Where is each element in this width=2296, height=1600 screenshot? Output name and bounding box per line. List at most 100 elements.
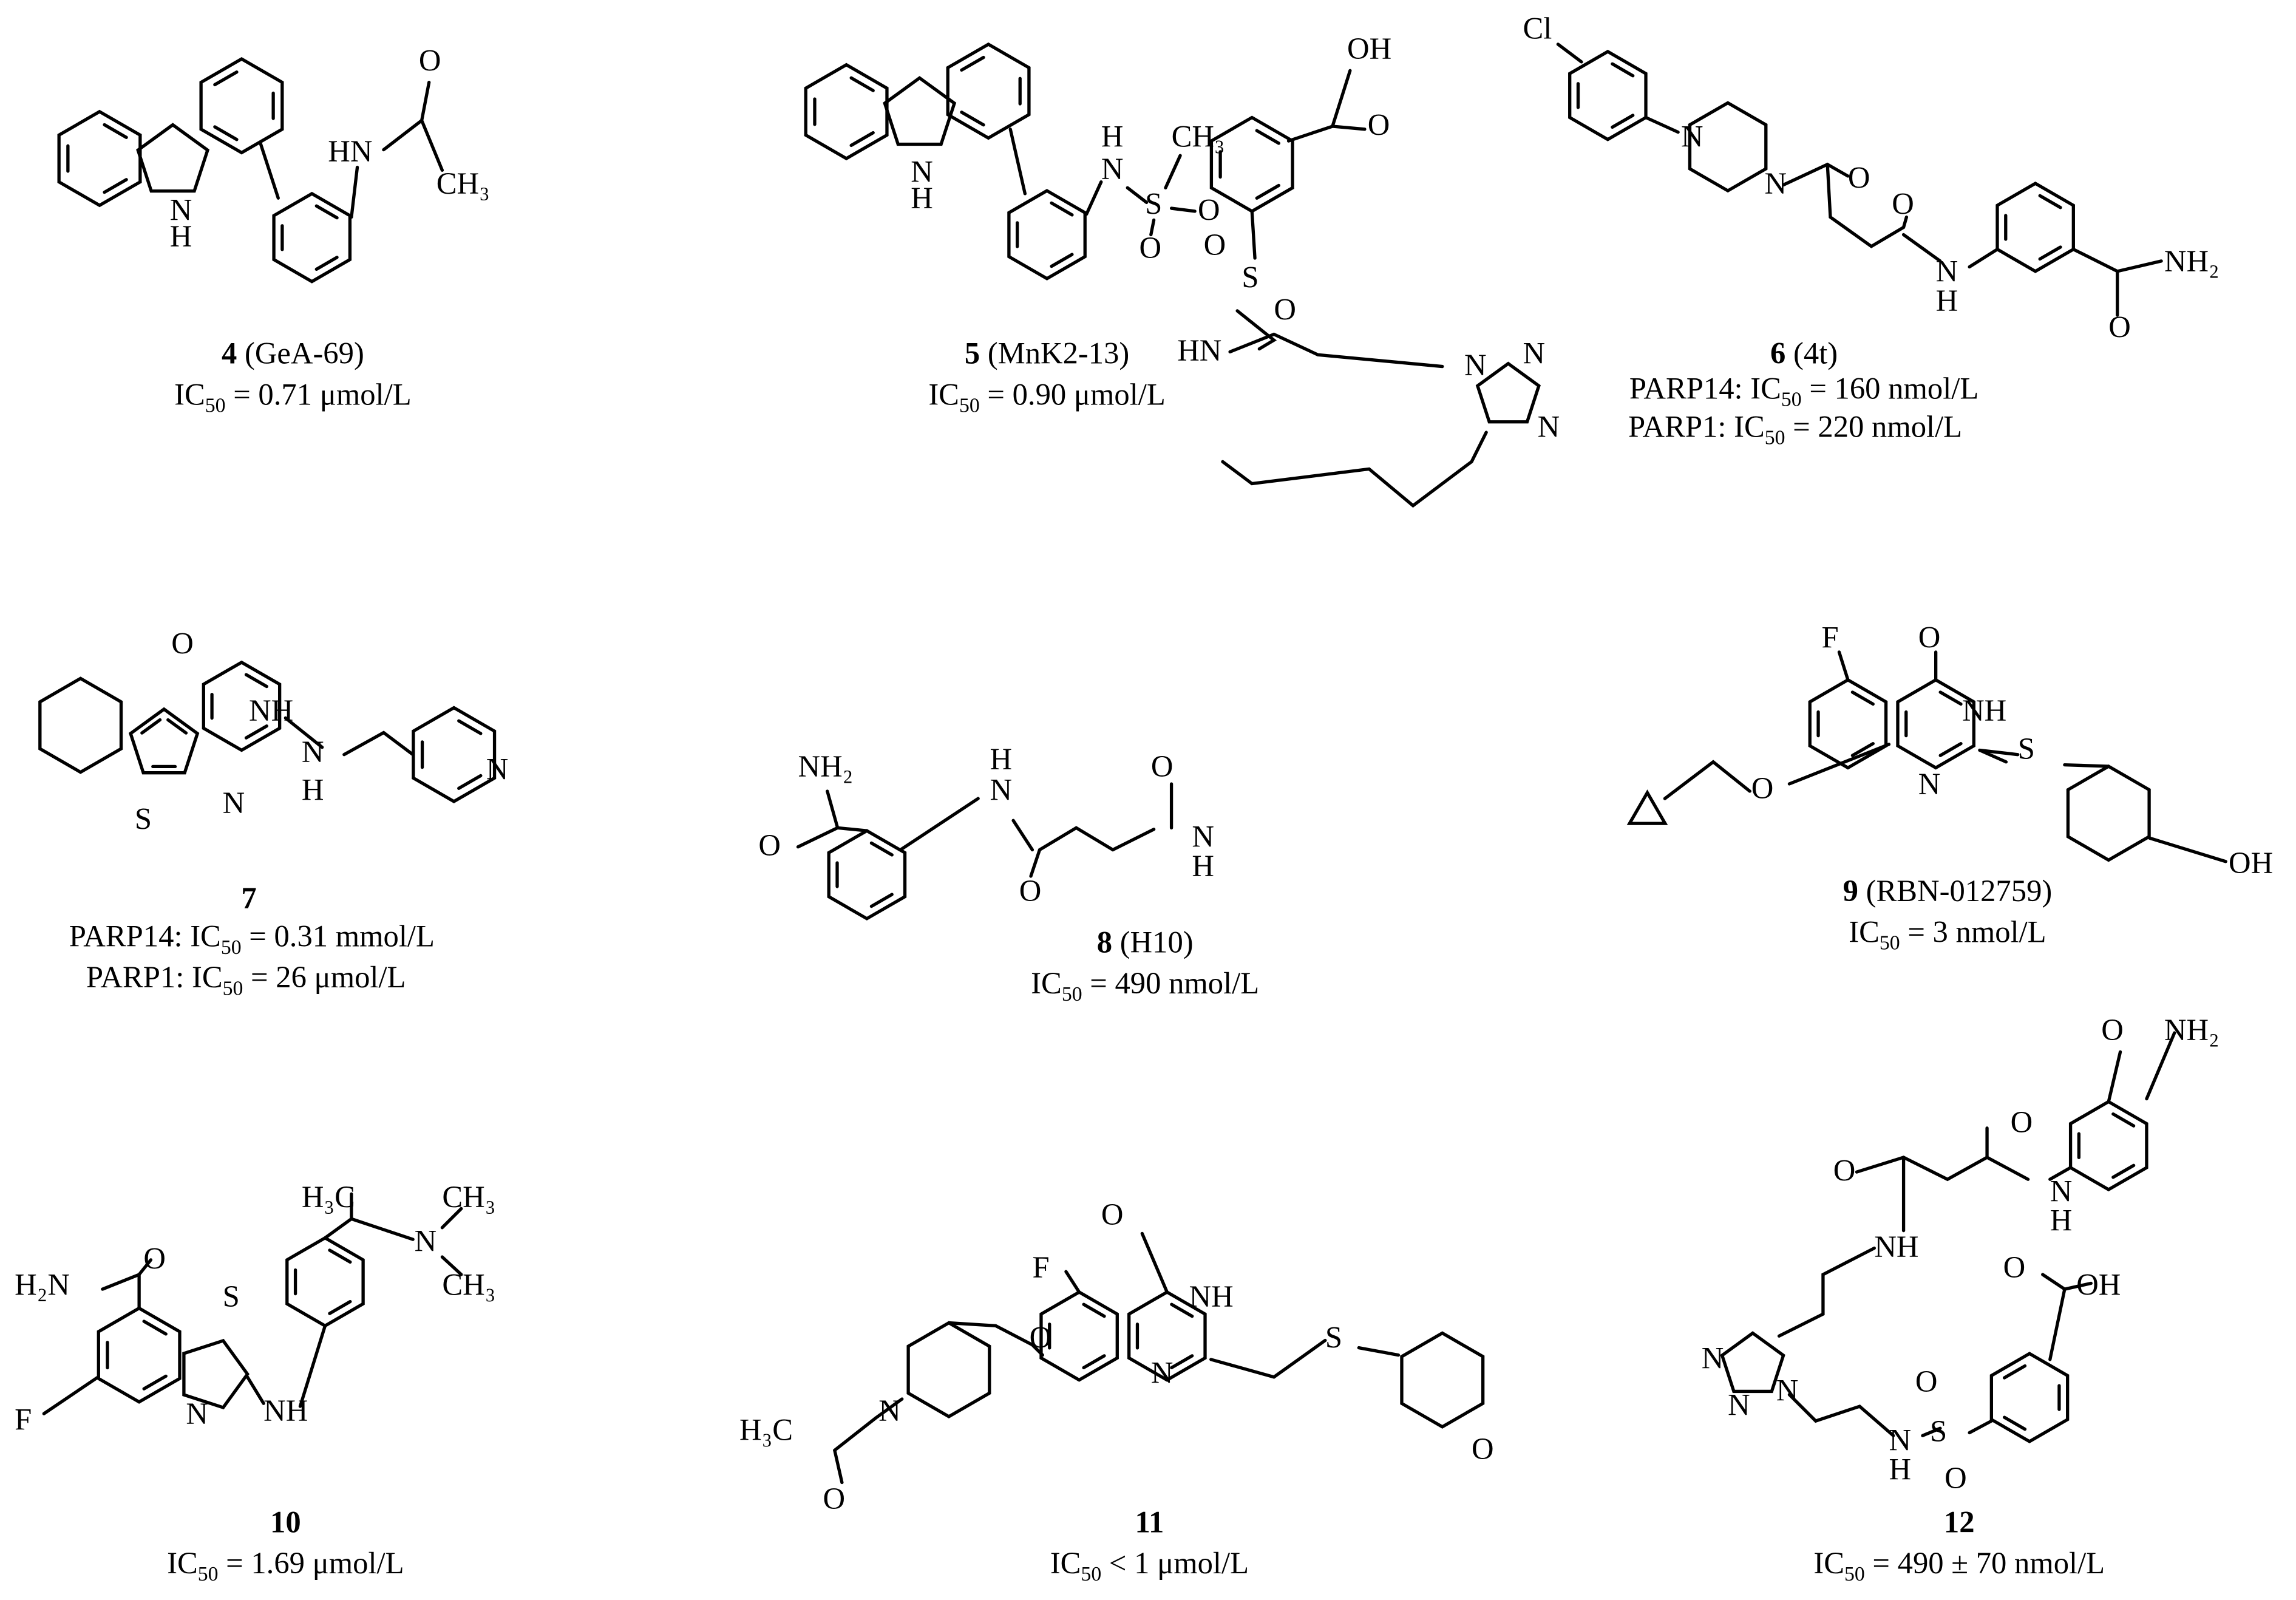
atom-label: N <box>1776 1373 1799 1407</box>
atom-label: O <box>1198 192 1220 226</box>
double-bond-line <box>960 111 985 127</box>
double-bond-line <box>2038 245 2062 261</box>
ring <box>2068 1100 2148 1192</box>
double-bond-line <box>869 893 894 908</box>
ring <box>57 109 142 208</box>
bond <box>245 1375 265 1405</box>
svg-text:7: 7 <box>241 881 256 915</box>
svg-text:8 (H10): 8 (H10) <box>1097 925 1194 959</box>
ring <box>38 676 123 774</box>
bond <box>1663 760 1751 800</box>
atom-label: S <box>223 1279 240 1313</box>
compound-11-structure: F O NH N O N H₃C O S O <box>739 1197 1494 1516</box>
atom-label: N <box>1728 1388 1750 1422</box>
compound-12-structure: O NH₂ O O N H NH N N N N H S O O O OH <box>1702 1013 2220 1495</box>
bond <box>1901 233 1942 263</box>
atom-label: O <box>143 1241 166 1275</box>
bond <box>382 80 431 152</box>
atom-label: N <box>1764 166 1787 200</box>
double-bond-line <box>1170 1302 1194 1318</box>
atom-label: N <box>170 192 192 226</box>
atom-label: O <box>1944 1461 1967 1495</box>
compound-7-structure: O NH N S N H N <box>135 626 508 836</box>
atom-label: O <box>1915 1364 1938 1398</box>
bond <box>1164 154 1182 189</box>
ring <box>1127 1290 1207 1382</box>
ic50-line: PARP14: IC50 = 0.31 mmol/L <box>69 919 435 959</box>
double-bond-line <box>328 1299 352 1315</box>
double-bond-line <box>2038 194 2062 209</box>
svg-text:12: 12 <box>1944 1505 1975 1539</box>
bond <box>836 826 869 832</box>
double-bond-line <box>1850 690 1875 706</box>
double-bond-line <box>1611 114 1635 129</box>
atom-label: O <box>1472 1432 1494 1466</box>
bond <box>2145 1031 2176 1101</box>
atom-label: N <box>2050 1174 2073 1208</box>
ring <box>2066 764 2151 862</box>
atom-label: O <box>1151 749 1173 783</box>
bond <box>1149 218 1156 237</box>
bond <box>1221 431 1488 508</box>
bond <box>350 1217 415 1241</box>
bond <box>1008 128 1027 196</box>
five-membered-ring <box>883 76 957 146</box>
svg-text:5 (MnK2-13): 5 (MnK2-13) <box>965 336 1129 370</box>
cyclopropane-ring <box>1626 789 1668 825</box>
double-bond-line <box>140 718 162 735</box>
ring <box>412 706 497 803</box>
double-bond-line <box>2003 1415 2027 1431</box>
bond <box>101 1272 141 1310</box>
compound-6-structure: Cl N N O O N H O NH₂ <box>1523 11 2219 344</box>
bond <box>137 1258 153 1276</box>
atom-label: OH <box>2229 846 2273 880</box>
bond <box>1837 650 1850 682</box>
caption-compound-7: 7 PARP14: IC50 = 0.31 mmol/L PARP1: IC50… <box>69 881 435 999</box>
atom-label: S <box>2018 732 2035 766</box>
atom-label: N <box>1464 348 1487 382</box>
atom-label: OH <box>2076 1268 2121 1302</box>
ring <box>272 191 352 284</box>
ring <box>285 1236 365 1328</box>
atom-label: H <box>2050 1203 2073 1237</box>
ring <box>827 829 907 921</box>
bond <box>1011 819 1034 852</box>
atom-label: N <box>486 752 509 786</box>
svg-text:4 (GeA-69): 4 (GeA-69) <box>222 336 364 370</box>
bond <box>1777 1246 1877 1338</box>
atom-label: H₂N <box>15 1268 70 1302</box>
ring <box>1896 678 1975 770</box>
bond <box>2148 836 2227 863</box>
double-bond-line <box>1050 201 1074 217</box>
atom-label: OH <box>1347 32 1391 66</box>
atom-label: CH₃ <box>1172 120 1225 154</box>
bond <box>1787 1393 1895 1437</box>
atom-label: S <box>135 802 152 836</box>
five-membered-ring <box>136 123 210 193</box>
bond <box>1140 1231 1169 1294</box>
double-bond-line <box>1255 183 1281 200</box>
bond <box>1064 1270 1081 1294</box>
bond <box>2048 1166 2073 1181</box>
bond <box>1855 1156 1989 1182</box>
atom-label: N <box>1918 767 1941 801</box>
atom-label: O <box>1892 187 1914 221</box>
double-bond-line <box>1938 690 1963 706</box>
atom-label: H <box>1101 120 1124 154</box>
bond <box>1787 743 1891 786</box>
atom-label: S <box>1325 1321 1342 1355</box>
ic50-line: IC50 = 0.90 μmol/L <box>928 377 1166 417</box>
bond <box>2116 259 2163 273</box>
ic50-line: IC50 = 3 nmol/L <box>1849 914 2046 954</box>
double-bond-line <box>244 673 268 689</box>
caption-compound-8: 8 (H10) IC50 = 490 nmol/L <box>1031 925 1259 1006</box>
double-bond-line <box>1255 129 1281 145</box>
ring <box>1039 1290 1119 1382</box>
atom-label: H <box>911 181 933 215</box>
five-membered-ring <box>1475 361 1541 424</box>
atom-label: H₃C <box>302 1180 355 1214</box>
atom-label: F <box>15 1403 32 1437</box>
ic50-line: PARP14: IC50 = 160 nmol/L <box>1629 372 1978 411</box>
double-bond-line <box>1082 1354 1106 1370</box>
atom-label: S <box>1145 187 1162 221</box>
